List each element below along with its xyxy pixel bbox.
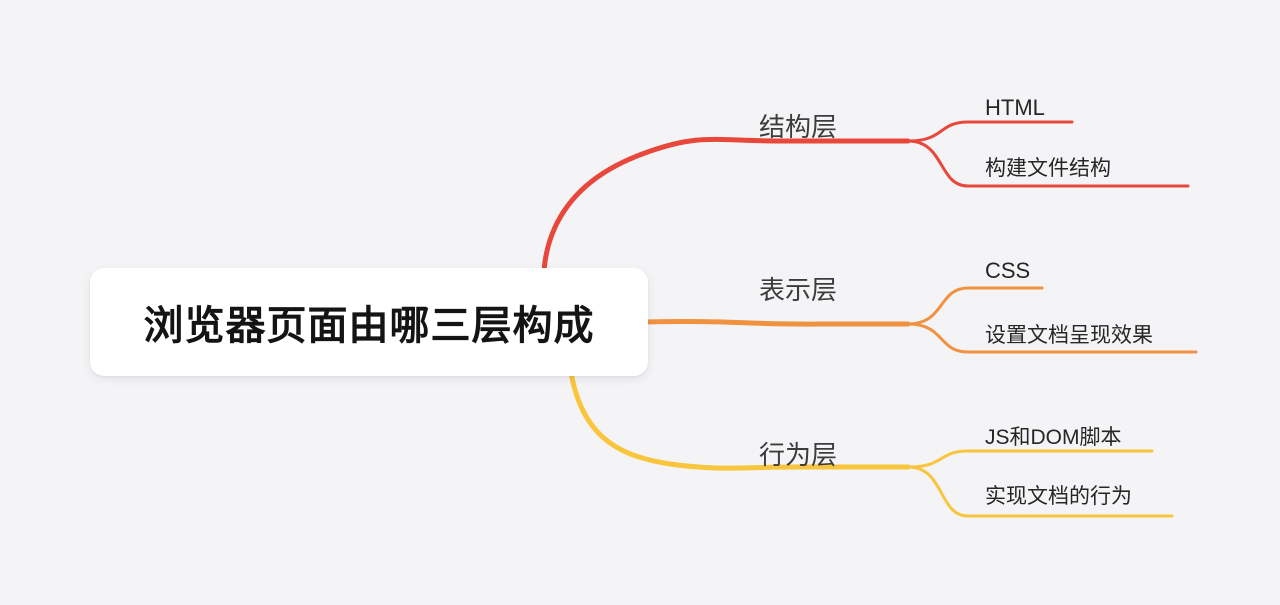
topic-presentation-layer[interactable]: 表示层	[759, 275, 838, 305]
branch-present-child-desc-line	[906, 322, 1198, 354]
root-topic-node[interactable]: 浏览器页面由哪三层构成	[90, 268, 648, 376]
branch-behavior-main-line	[565, 347, 911, 471]
topic-behavior-layer[interactable]: 行为层	[759, 440, 838, 470]
branch-behavior-child-js-line	[906, 449, 1154, 469]
branch-present-child-css-line	[906, 286, 1044, 326]
branch-present-main-line	[642, 319, 911, 327]
child-topic-js-description[interactable]: 实现文档的行为	[985, 485, 1132, 508]
child-topic-js-dom[interactable]: JS和DOM脚本	[985, 426, 1122, 449]
branch-behavior-child-desc-line	[906, 465, 1174, 518]
topic-structure-layer[interactable]: 结构层	[759, 112, 838, 142]
child-topic-css[interactable]: CSS	[985, 258, 1031, 283]
branch-structure-child-desc-line	[906, 139, 1190, 188]
child-topic-html-description[interactable]: 构建文件结构	[985, 157, 1111, 180]
child-topic-html[interactable]: HTML	[985, 95, 1045, 120]
branch-structure-child-html-line	[906, 120, 1074, 143]
child-topic-css-description[interactable]: 设置文档呈现效果	[985, 324, 1153, 347]
root-topic-label: 浏览器页面由哪三层构成	[143, 304, 595, 348]
